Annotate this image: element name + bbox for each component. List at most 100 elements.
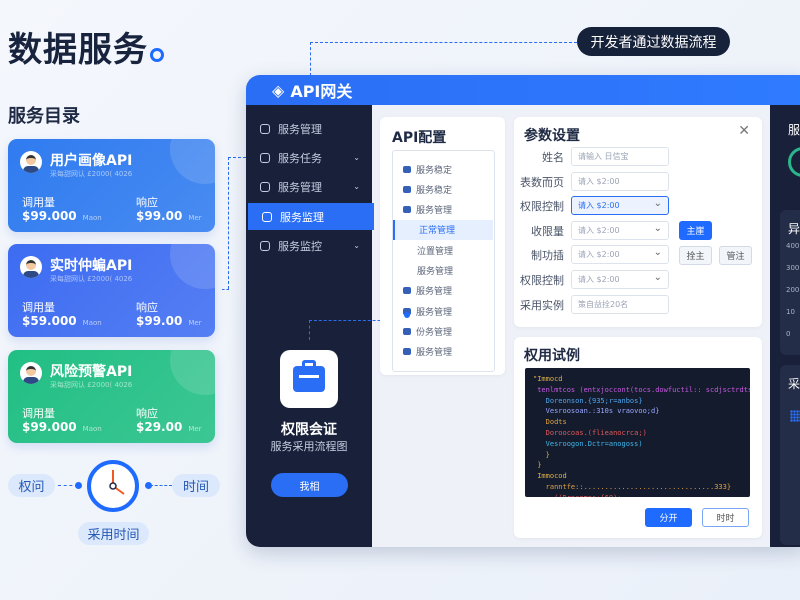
alert-icon xyxy=(260,181,270,192)
timeline-left-pill: 权问 xyxy=(8,474,55,497)
api-config-item[interactable]: 服务管理 xyxy=(393,261,493,281)
code-line: Doroocoas.(flieanocrca;) xyxy=(533,428,647,437)
nav-item[interactable]: 服务管理 ⌄ xyxy=(246,173,372,200)
chevron-down-icon: ⌄ xyxy=(353,153,360,162)
api-config-item-label: 服务管理 xyxy=(416,287,453,298)
example-title: 权用试例 xyxy=(524,348,580,364)
usage-label: 调用量 xyxy=(22,407,55,420)
response-value: $29.00 xyxy=(136,420,183,434)
task-icon xyxy=(260,152,270,163)
code-line: ranntfe::...............................… xyxy=(533,482,732,491)
api-config-title: API配置 xyxy=(392,130,447,146)
field-label: 权限控制 xyxy=(520,274,564,287)
response-value: $99.00 xyxy=(136,209,183,223)
monitor-icon xyxy=(262,211,272,222)
usage-value: $99.000 xyxy=(22,209,77,223)
promo-icon-tile xyxy=(280,350,338,408)
right-panel-title: 服 xyxy=(788,123,800,137)
response-unit: Mer xyxy=(188,214,202,222)
field-label: 制功插 xyxy=(531,249,564,263)
secondary-button-b[interactable]: 管注 xyxy=(719,246,752,265)
clock-icon xyxy=(87,460,139,512)
timeline-connector xyxy=(150,485,172,486)
api-config-item-label: 份务管理 xyxy=(416,327,453,338)
api-config-panel: API配置 服务稳定服务稳定服务管理正常管理泣置管理服务管理服务管理服务管理份务… xyxy=(380,117,505,375)
api-config-item-label: 服务稳定 xyxy=(416,165,453,176)
logo-icon: ◈ xyxy=(272,80,285,100)
field-select[interactable]: 请入 $2:00 xyxy=(571,270,669,289)
field-input[interactable]: 请输入 日信宝 xyxy=(571,147,669,166)
api-config-item[interactable]: 服务管理 xyxy=(393,301,493,321)
api-config-item[interactable]: 服务管理 xyxy=(393,281,493,301)
primary-action-button[interactable]: 分开 xyxy=(645,508,692,527)
timeline-dot xyxy=(145,482,152,489)
response-value: $99.00 xyxy=(136,314,183,328)
api-config-item-label: 正常管理 xyxy=(419,226,456,237)
nav-item[interactable]: 服务监理 xyxy=(248,203,374,230)
timeline-right-pill: 时间 xyxy=(172,474,220,497)
code-line: Vesroogon.Dctr=anogoss) xyxy=(533,439,643,448)
api-name: 用户画像API xyxy=(50,153,133,169)
api-config-item[interactable]: 服务稳定 xyxy=(393,179,493,199)
api-config-item[interactable]: 服务稳定 xyxy=(393,159,493,179)
response-unit: Mer xyxy=(188,425,202,433)
api-config-item[interactable]: 份务管理 xyxy=(393,321,493,341)
field-input[interactable]: 策自益拴20名 xyxy=(571,294,669,314)
api-name: 实时仲蝙API xyxy=(50,258,133,274)
service-icon xyxy=(403,165,411,173)
code-line: Dodts xyxy=(533,418,567,427)
nav-label: 服务管理 xyxy=(278,180,322,194)
response-label: 响应 xyxy=(136,196,158,209)
map-title: 采 xyxy=(788,377,800,391)
field-select[interactable]: 请入 $2:00 xyxy=(571,220,669,240)
field-label: 权限控制 xyxy=(520,200,564,214)
field-input[interactable]: 请入 $2:00 xyxy=(571,171,669,191)
api-config-item[interactable]: 正常管理 xyxy=(393,219,493,240)
dot-map xyxy=(790,410,800,422)
nav-label: 服务任务 xyxy=(278,151,322,165)
usage-label: 调用量 xyxy=(22,301,55,314)
flow-connector xyxy=(310,42,311,76)
api-config-item[interactable]: 服务管理 xyxy=(393,342,493,362)
card-connector xyxy=(222,289,229,290)
axis-tick: 400 xyxy=(786,242,800,250)
usage-unit: Maon xyxy=(82,425,102,433)
api-config-item-label: 服务管理 xyxy=(416,206,453,217)
nav-item[interactable]: 服务管理 xyxy=(246,115,372,142)
api-config-item[interactable]: 泣置管理 xyxy=(393,240,493,260)
response-row: $99.00 Mer xyxy=(136,209,202,223)
service-icon xyxy=(403,287,411,295)
field-select[interactable]: 请入 $2:00 xyxy=(571,245,669,265)
card-connector xyxy=(228,157,246,158)
close-icon[interactable]: ✕ xyxy=(738,123,750,139)
service-icon xyxy=(403,348,411,356)
timeline-dot xyxy=(75,482,82,489)
api-config-item[interactable]: 服务管理 xyxy=(393,200,493,220)
nav-item[interactable]: 服务监控⌄ xyxy=(246,232,372,259)
promo-button[interactable]: 我相 xyxy=(271,473,348,497)
secondary-action-button[interactable]: 时时 xyxy=(702,508,749,527)
title-dot-icon xyxy=(150,48,164,62)
response-label: 响应 xyxy=(136,301,158,314)
secondary-button-a[interactable]: 拴主 xyxy=(679,246,712,265)
catalog-title: 服务目录 xyxy=(8,106,80,127)
card-connector xyxy=(228,157,229,289)
code-line: } xyxy=(533,450,550,459)
nav-label: 服务管理 xyxy=(278,122,322,136)
code-line: Vesroosoan.:310s vraovoo;d} xyxy=(533,407,660,416)
api-desc: 采每甜网认 £2000( 4026 xyxy=(50,170,133,178)
service-icon xyxy=(403,185,411,193)
ring-gauge xyxy=(788,147,800,177)
primary-button[interactable]: 主崖 xyxy=(679,221,712,240)
chevron-down-icon: ⌄ xyxy=(353,182,360,191)
field-select[interactable]: 请入 $2:00 xyxy=(571,196,669,216)
sidebar: 服务管理服务任务⌄服务管理⌄服务监理服务监控⌄ 权限会证 服务采用流程图 我相 xyxy=(246,105,374,547)
nav-item[interactable]: 服务任务 ⌄ xyxy=(246,144,372,171)
